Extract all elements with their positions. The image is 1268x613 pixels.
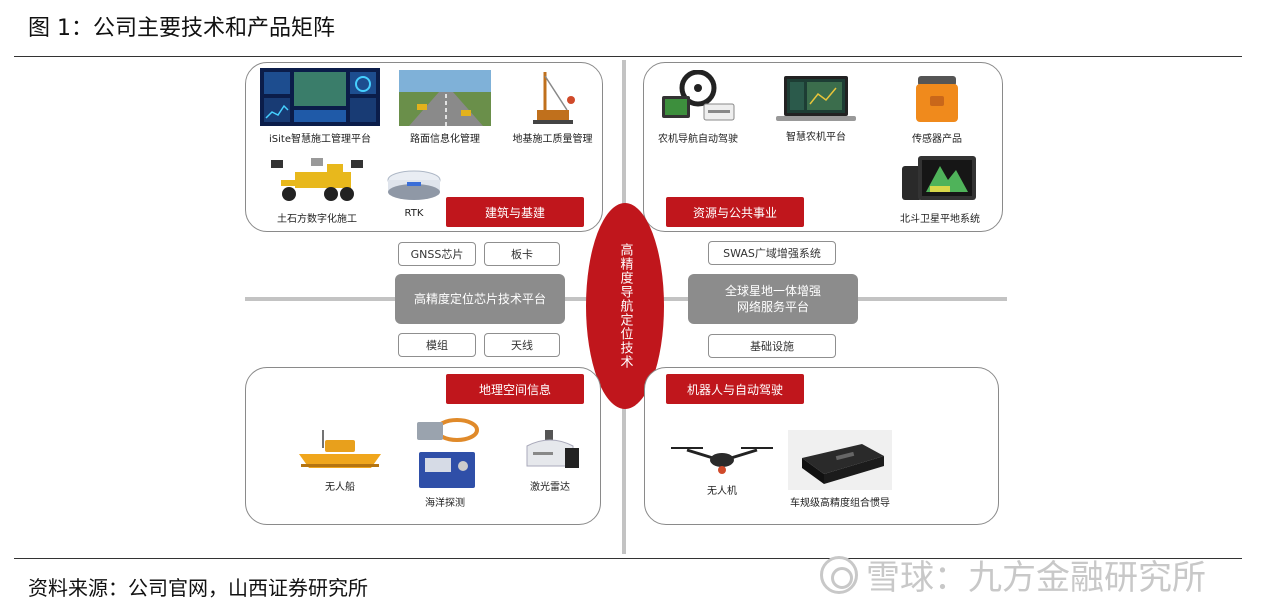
chip-infrastructure: 基础设施 [708, 334, 836, 358]
tag-robotics: 机器人与自动驾驶 [666, 374, 804, 404]
product-isite-platform: iSite智慧施工管理平台 [255, 68, 385, 145]
core-technology-label: 高精度导航定位技术 [617, 243, 633, 369]
product-label: 激光雷达 [530, 482, 570, 493]
leveling-system-image [900, 152, 980, 206]
top-rule [14, 56, 1242, 57]
platform-label: 高精度定位芯片技术平台 [413, 292, 546, 306]
product-label: 北斗卫星平地系统 [900, 214, 980, 225]
product-label: iSite智慧施工管理平台 [269, 134, 371, 145]
product-label: 地基施工质量管理 [512, 134, 593, 145]
platform-label-line1: 全球星地一体增强 [724, 284, 821, 298]
product-sensor: 传感器产品 [892, 72, 982, 145]
product-foundation-quality: 地基施工质量管理 [505, 70, 600, 145]
tag-geospatial: 地理空间信息 [446, 374, 584, 404]
grader-image [267, 156, 367, 206]
chip-swas: SWAS广域增强系统 [708, 241, 836, 265]
product-smart-agri-platform: 智慧农机平台 [768, 74, 864, 143]
product-label: 无人船 [325, 482, 355, 493]
platform-label-line2: 网络服务平台 [736, 300, 809, 314]
product-drone: 无人机 [666, 438, 778, 497]
ins-module-image [788, 430, 892, 490]
product-label: 海洋探测 [425, 498, 465, 509]
dashboard-image [260, 68, 380, 126]
product-beidou-leveling: 北斗卫星平地系统 [888, 152, 992, 225]
platform-chip-tech: 高精度定位芯片技术平台 [395, 274, 565, 324]
watermark-text: 雪球：九方金融研究所 [866, 558, 1206, 598]
road-image [399, 70, 491, 126]
watermark: 雪球：九方金融研究所 [820, 550, 1206, 599]
product-label: 农机导航自动驾驶 [658, 134, 738, 145]
tag-resources: 资源与公共事业 [666, 197, 804, 227]
figure-title: 图 1：公司主要技术和产品矩阵 [28, 16, 335, 41]
ocean-equipment-image [409, 414, 481, 490]
product-label: 智慧农机平台 [786, 132, 846, 143]
chip-gnss: GNSS芯片 [398, 242, 476, 266]
snowball-logo-icon [820, 555, 858, 594]
pile-driver-image [523, 70, 583, 126]
horizontal-axis-left-inner [565, 297, 593, 301]
product-label: 路面信息化管理 [410, 134, 480, 145]
horizontal-axis-right-outer [857, 297, 1007, 301]
product-earthwork: 土石方数字化施工 [262, 156, 372, 225]
product-agri-autosteer: 农机导航自动驾驶 [648, 69, 748, 145]
product-ocean-survey: 海洋探测 [405, 414, 485, 509]
product-unmanned-boat: 无人船 [290, 426, 390, 493]
rtk-receiver-image [385, 168, 443, 204]
bottom-rule [14, 558, 1242, 559]
tag-construction: 建筑与基建 [446, 197, 584, 227]
product-lidar: 激光雷达 [510, 428, 590, 493]
lidar-image [519, 428, 581, 474]
product-label: 车规级高精度组合惯导 [790, 498, 890, 509]
product-rtk: RTK [382, 168, 446, 219]
product-label: 无人机 [707, 486, 737, 497]
chip-board: 板卡 [484, 242, 560, 266]
sensor-image [912, 72, 962, 126]
boat-image [295, 426, 385, 474]
source-note: 资料来源：公司官网，山西证券研究所 [28, 576, 368, 600]
drone-image [667, 438, 777, 478]
product-road-management: 路面信息化管理 [390, 70, 500, 145]
horizontal-axis-right-inner [658, 297, 688, 301]
platform-augmentation: 全球星地一体增强 网络服务平台 [688, 274, 858, 324]
product-label: 传感器产品 [912, 134, 962, 145]
steering-wheel-image [658, 69, 738, 126]
product-label: 土石方数字化施工 [277, 214, 357, 225]
chip-antenna: 天线 [484, 333, 560, 357]
product-automotive-ins: 车规级高精度组合惯导 [780, 430, 900, 509]
horizontal-axis-left-outer [245, 297, 395, 301]
chip-module: 模组 [398, 333, 476, 357]
laptop-image [776, 74, 856, 124]
product-label: RTK [404, 208, 424, 219]
